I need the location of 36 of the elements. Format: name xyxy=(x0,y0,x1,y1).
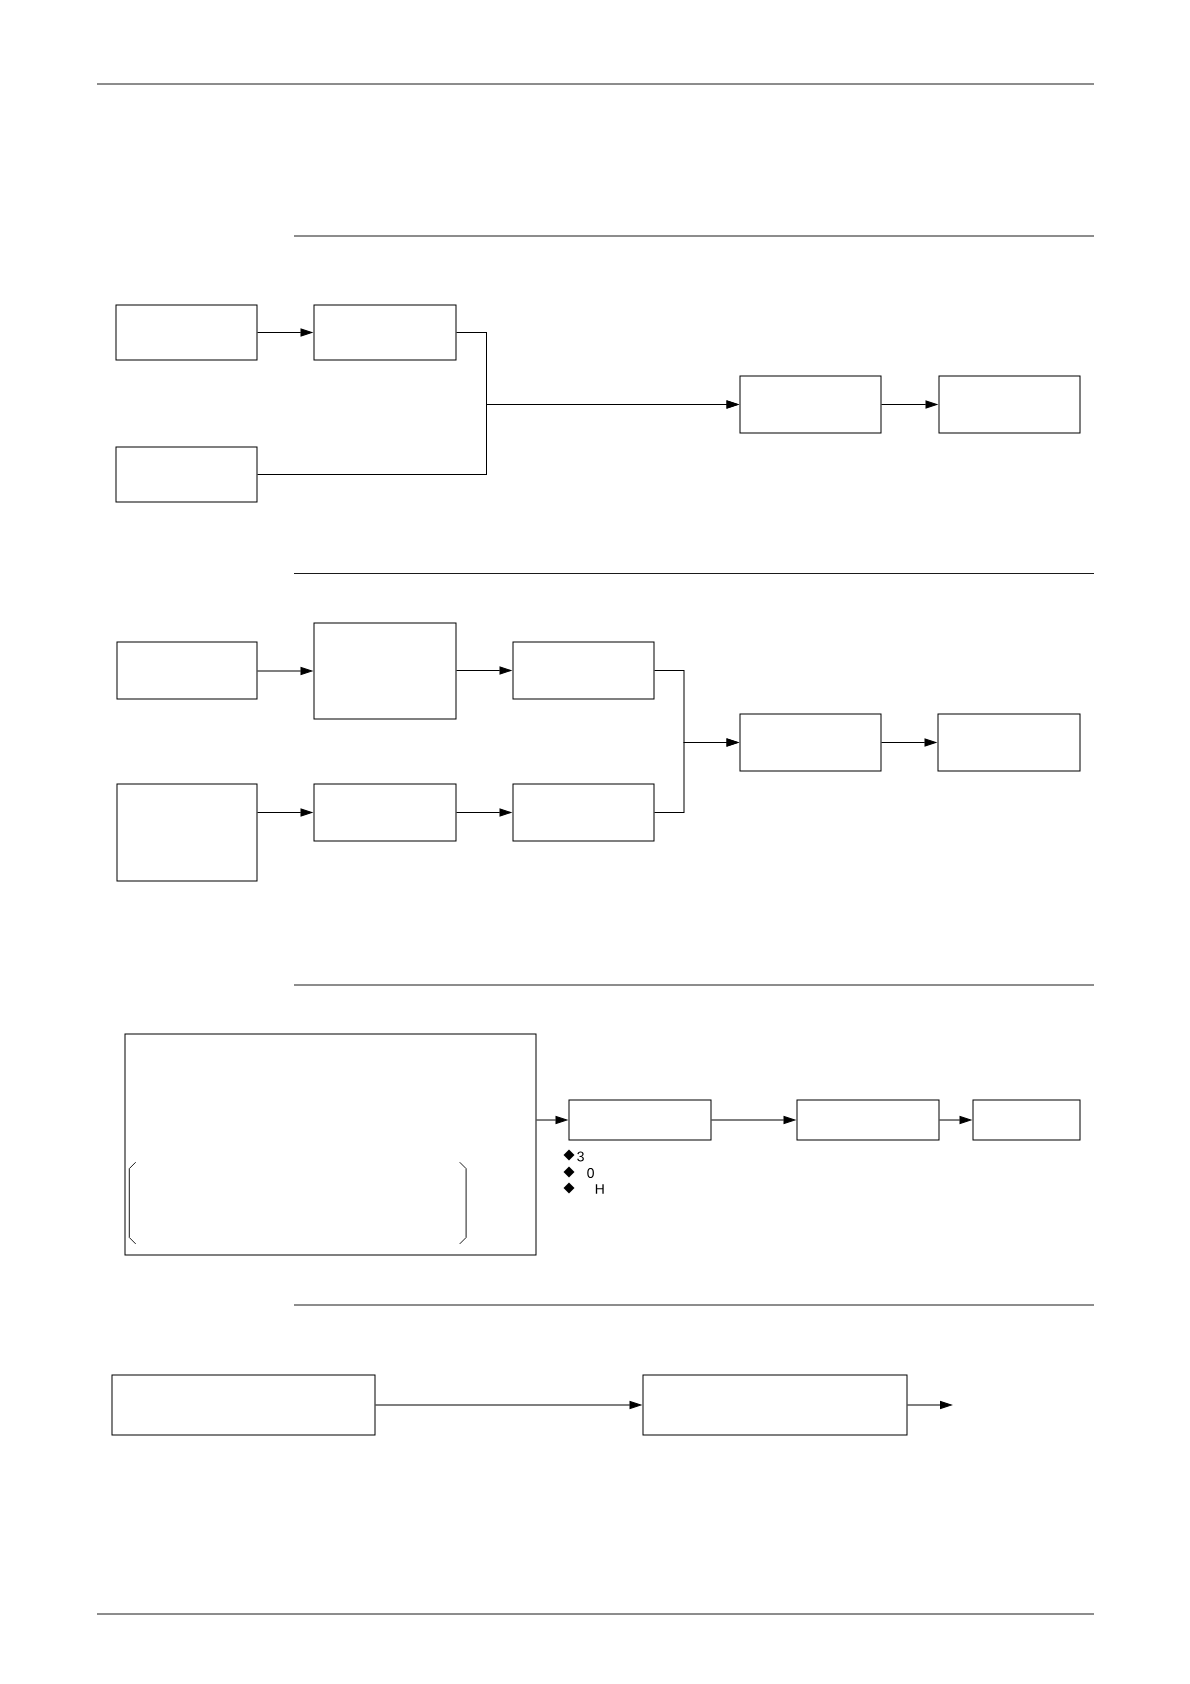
arrow xyxy=(881,400,938,409)
arrow xyxy=(536,1116,568,1124)
process-box xyxy=(115,304,258,361)
list-item: H xyxy=(595,1184,604,1194)
arrow xyxy=(456,666,512,675)
process-box xyxy=(116,641,258,700)
arrow xyxy=(711,1116,796,1124)
process-box xyxy=(796,1099,940,1141)
process-box xyxy=(124,1033,537,1256)
process-box xyxy=(115,446,258,503)
process-box xyxy=(739,375,882,434)
process-box xyxy=(313,783,457,842)
process-box xyxy=(116,783,258,882)
process-box xyxy=(642,1374,908,1436)
arrow xyxy=(257,667,313,675)
process-box xyxy=(937,713,1081,772)
arrow xyxy=(654,738,739,813)
process-box xyxy=(938,375,1081,434)
list-item: 0 xyxy=(587,1168,594,1178)
process-box xyxy=(111,1374,376,1436)
process-box xyxy=(512,641,655,700)
arrow xyxy=(257,400,739,475)
process-box xyxy=(739,713,882,772)
process-box xyxy=(972,1099,1081,1141)
arrow xyxy=(456,808,512,817)
arrow xyxy=(939,1116,972,1124)
process-box xyxy=(313,622,457,720)
process-box xyxy=(313,304,457,361)
arrow xyxy=(257,328,313,337)
list-item: 3 xyxy=(577,1151,584,1162)
process-box xyxy=(512,783,655,842)
arrow xyxy=(375,1401,642,1409)
arrow xyxy=(257,808,313,817)
arrow xyxy=(881,738,937,747)
arrow xyxy=(907,1401,952,1409)
process-box xyxy=(568,1099,712,1141)
